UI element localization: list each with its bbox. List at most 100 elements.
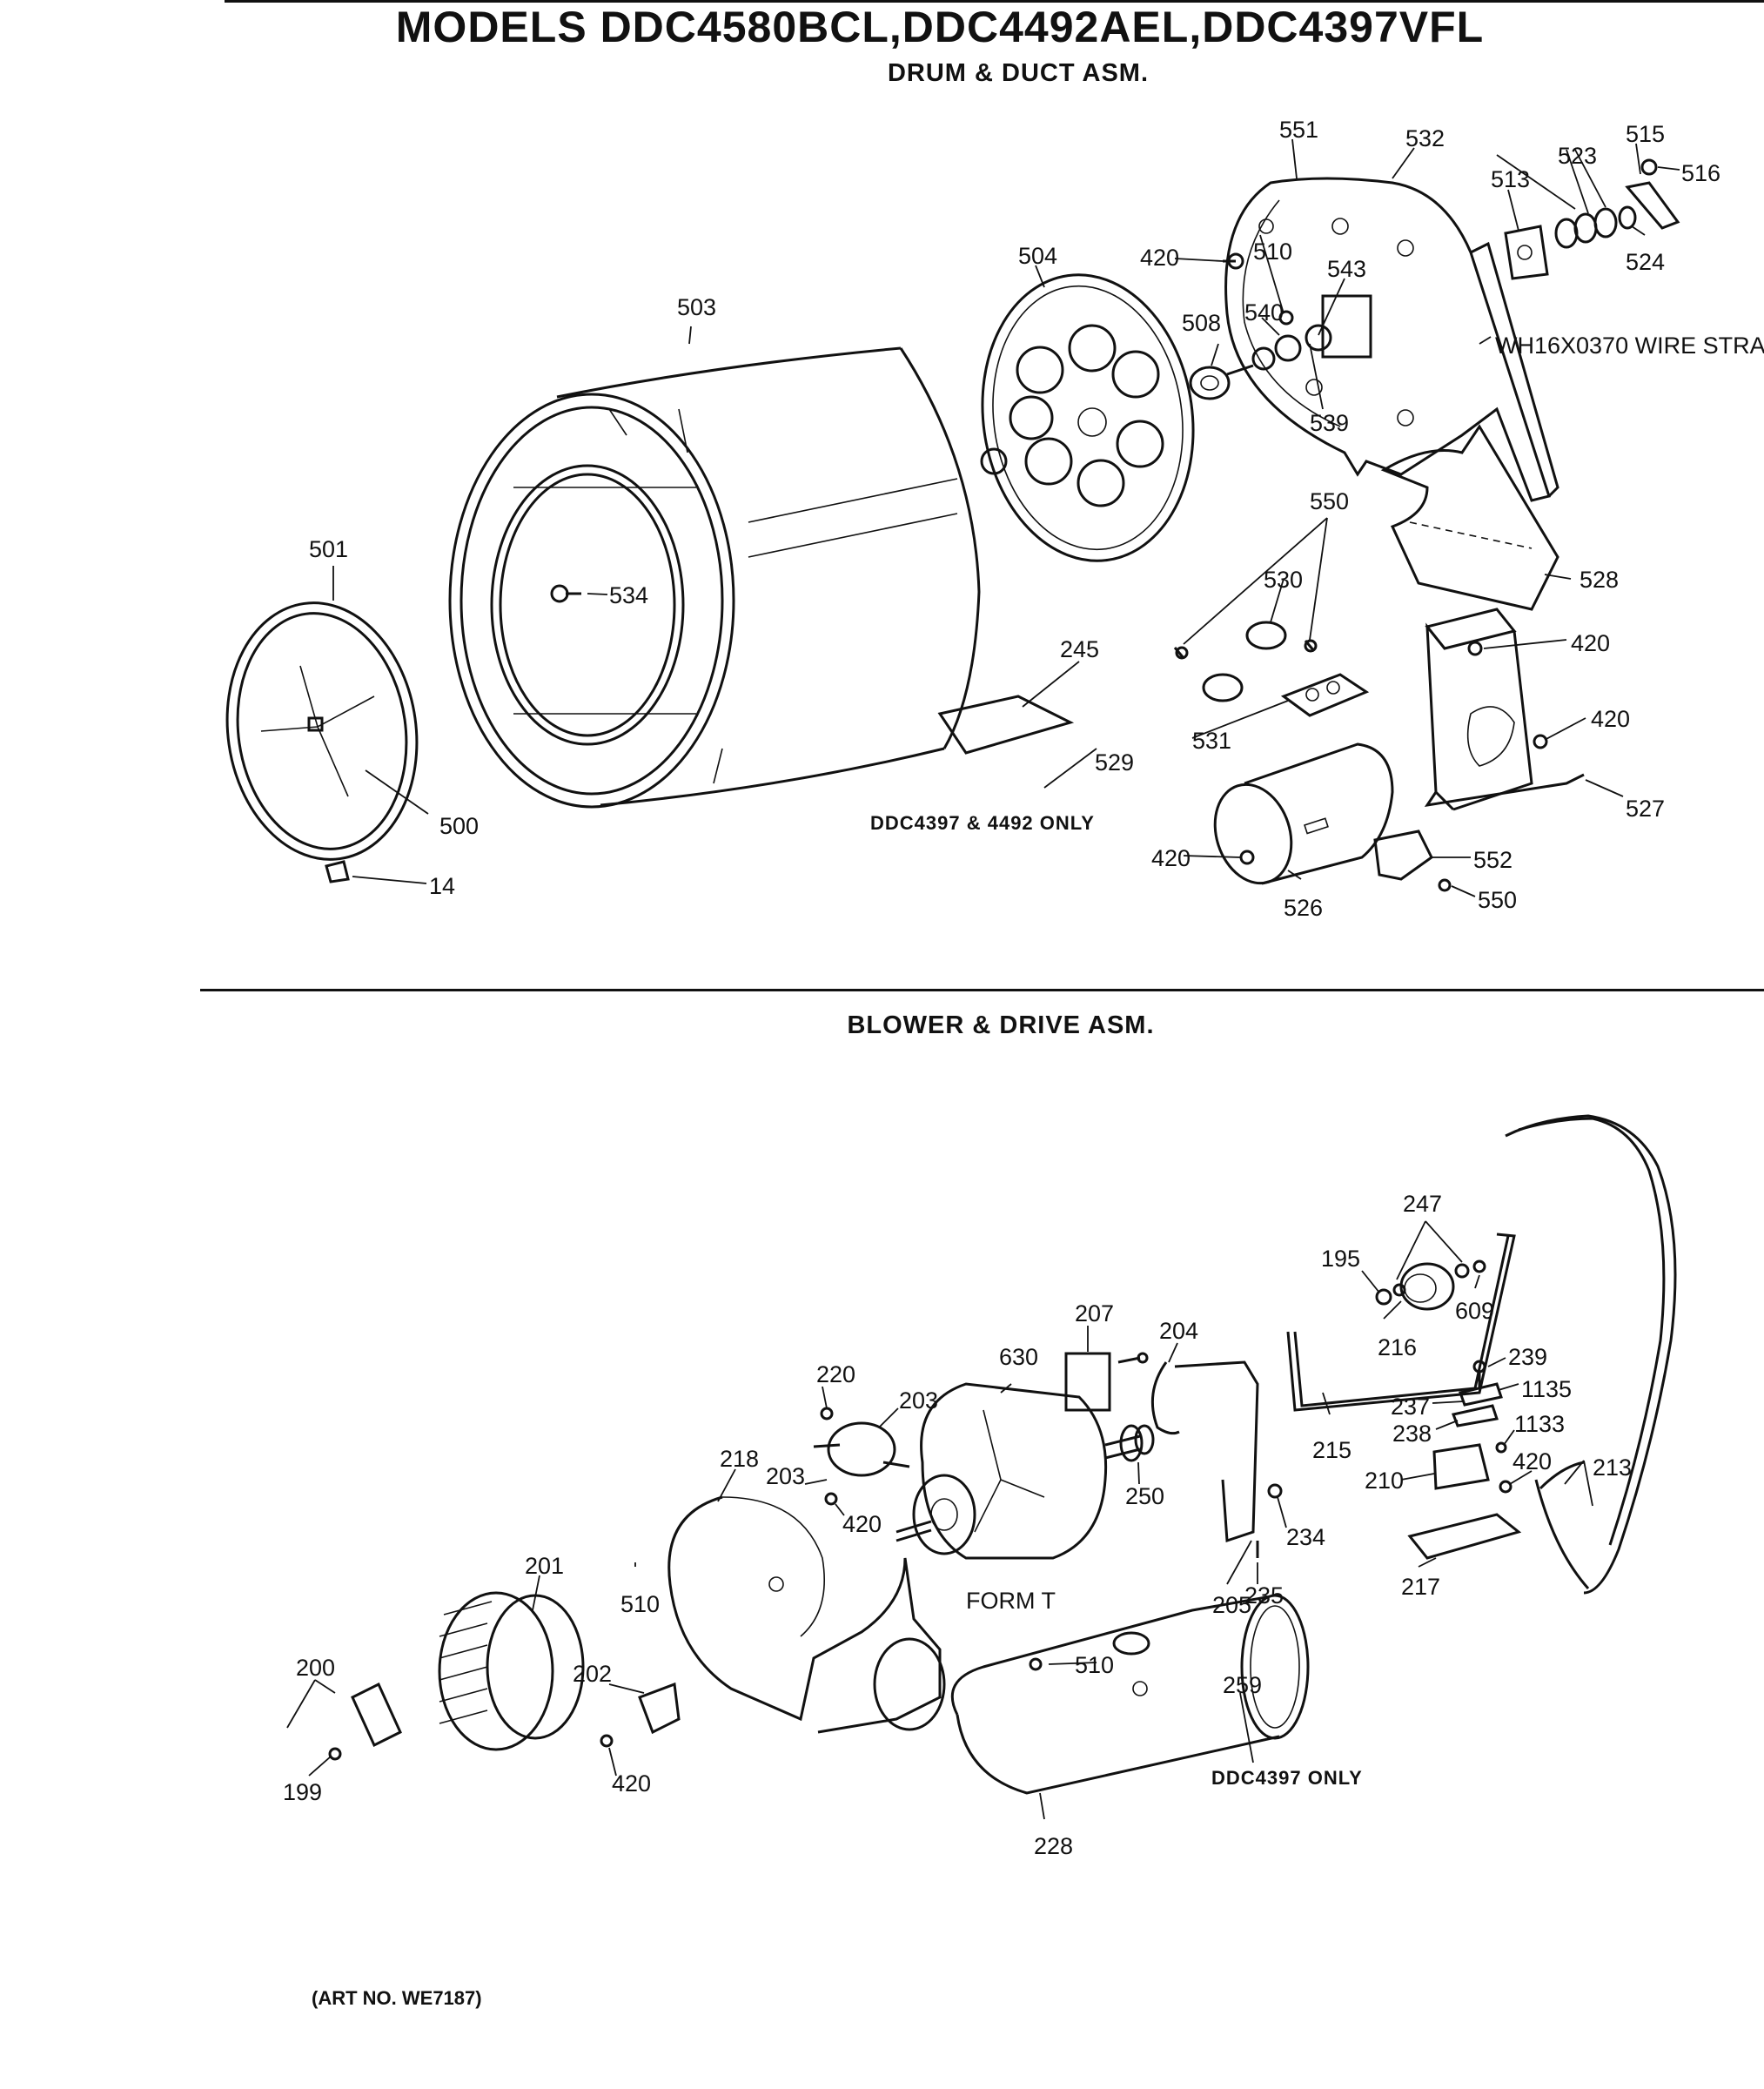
part-label: 526 bbox=[1284, 895, 1323, 921]
art-number: (ART NO. WE7187) bbox=[312, 1987, 482, 2009]
part-label: 500 bbox=[439, 813, 479, 839]
part-label: 609 bbox=[1455, 1298, 1494, 1324]
part-label: 540 bbox=[1244, 299, 1284, 326]
part-label: 204 bbox=[1159, 1318, 1198, 1344]
part-label: 503 bbox=[677, 294, 716, 320]
exhaust-duct bbox=[950, 1594, 1310, 1795]
section-title-drum-duct: DRUM & DUCT ASM. bbox=[887, 59, 1150, 87]
part-label: 247 bbox=[1403, 1191, 1442, 1217]
drum bbox=[448, 346, 981, 809]
idler-pulley bbox=[1375, 1259, 1486, 1311]
part-label: 523 bbox=[1558, 143, 1597, 169]
part-label: 14 bbox=[429, 873, 455, 899]
bearing-shaft-parts bbox=[1189, 252, 1332, 400]
part-label: 539 bbox=[1310, 410, 1349, 436]
part-label: 420 bbox=[1140, 245, 1179, 271]
part-label: 543 bbox=[1327, 256, 1366, 282]
idler-arm bbox=[1286, 1233, 1516, 1412]
clip-part bbox=[325, 860, 350, 883]
part-label: 259 bbox=[1223, 1672, 1262, 1698]
heater-canister bbox=[1213, 742, 1394, 885]
leader-lines bbox=[286, 138, 1680, 1820]
motor-clamp bbox=[813, 1407, 910, 1506]
motor-pulley bbox=[1119, 1424, 1155, 1462]
part-label: 550 bbox=[1478, 887, 1517, 913]
part-label: 1135 bbox=[1521, 1376, 1572, 1402]
part-label: 200 bbox=[296, 1655, 335, 1681]
duct-plate bbox=[1380, 424, 1559, 611]
heater-bracket bbox=[1424, 608, 1585, 811]
terminal-block bbox=[1373, 830, 1452, 892]
part-label: 207 bbox=[1075, 1300, 1114, 1327]
note-ddc4397-only: DDC4397 ONLY bbox=[1211, 1767, 1363, 1789]
part-label: 234 bbox=[1286, 1524, 1325, 1550]
part-label: 213 bbox=[1593, 1454, 1632, 1481]
part-label: 237 bbox=[1391, 1394, 1430, 1420]
part-label: 239 bbox=[1508, 1344, 1547, 1370]
drum-screw bbox=[550, 584, 581, 603]
part-label: 551 bbox=[1279, 117, 1318, 143]
part-label: 516 bbox=[1681, 160, 1720, 186]
page-title: MODELS DDC4580BCL,DDC4492AEL,DDC4397VFL bbox=[395, 3, 1485, 51]
idler-bracket-small-parts bbox=[1432, 1360, 1512, 1494]
part-label: 202 bbox=[573, 1661, 612, 1687]
part-label: 420 bbox=[1591, 706, 1630, 732]
drive-belt bbox=[1505, 1114, 1677, 1595]
part-label: 235 bbox=[1244, 1582, 1284, 1609]
part-label: 216 bbox=[1378, 1334, 1417, 1360]
part-label: 420 bbox=[1571, 630, 1610, 656]
part-label: 508 bbox=[1182, 310, 1221, 336]
part-label: 510 bbox=[1253, 238, 1292, 265]
wire-strap-label: WH16X0370 WIRE STRAP bbox=[1495, 332, 1764, 359]
part-label: 228 bbox=[1034, 1833, 1073, 1859]
blower-wheel bbox=[438, 1591, 585, 1751]
part-label: 510 bbox=[620, 1591, 660, 1617]
part-label: 552 bbox=[1473, 847, 1512, 873]
part-label: 504 bbox=[1018, 243, 1057, 269]
part-label: 1133 bbox=[1514, 1411, 1565, 1437]
part-label: 420 bbox=[1512, 1448, 1552, 1474]
section-divider-rule bbox=[200, 989, 1764, 991]
part-label: 527 bbox=[1626, 796, 1665, 822]
part-label: 238 bbox=[1392, 1421, 1432, 1447]
part-label: 201 bbox=[525, 1553, 564, 1579]
idler-bracket-parts bbox=[1504, 158, 1680, 280]
rear-bulkhead bbox=[1224, 177, 1559, 502]
part-label: 529 bbox=[1095, 749, 1134, 776]
part-label: 203 bbox=[899, 1387, 938, 1414]
part-label: 630 bbox=[999, 1344, 1038, 1370]
part-label: 217 bbox=[1401, 1574, 1440, 1600]
part-label: 420 bbox=[612, 1770, 651, 1797]
wheel-bracket bbox=[328, 1682, 402, 1761]
part-label: 420 bbox=[842, 1511, 882, 1537]
note-ddc4397-4492-only: DDC4397 & 4492 ONLY bbox=[870, 812, 1095, 834]
motor-switch bbox=[1064, 1352, 1149, 1412]
front-felt-seal bbox=[225, 601, 419, 861]
form-t-label: FORM T bbox=[966, 1588, 1056, 1614]
part-label: 210 bbox=[1365, 1468, 1404, 1494]
part-label: 531 bbox=[1192, 728, 1231, 754]
part-label: 220 bbox=[816, 1361, 855, 1387]
part-label: 195 bbox=[1321, 1246, 1360, 1272]
drum-rear-panel bbox=[980, 273, 1195, 562]
section-title-blower-drive: BLOWER & DRIVE ASM. bbox=[847, 1011, 1155, 1039]
idler-plate bbox=[1407, 1513, 1522, 1560]
part-label: 528 bbox=[1580, 567, 1619, 593]
part-label: 534 bbox=[609, 582, 648, 608]
blower-clip bbox=[600, 1682, 681, 1748]
part-label: 250 bbox=[1125, 1483, 1164, 1509]
part-label: 199 bbox=[283, 1779, 322, 1805]
motor-strap-bracket bbox=[1150, 1360, 1283, 1558]
heater-plate bbox=[937, 695, 1075, 755]
part-label: 203 bbox=[766, 1463, 805, 1489]
part-label: 515 bbox=[1626, 121, 1665, 147]
part-label: 513 bbox=[1491, 166, 1530, 192]
part-label: 501 bbox=[309, 536, 348, 562]
part-label: 550 bbox=[1310, 488, 1349, 514]
drive-motor bbox=[895, 1382, 1141, 1560]
part-label: 510 bbox=[1075, 1652, 1114, 1678]
blower-housing bbox=[667, 1495, 946, 1734]
top-rule bbox=[225, 0, 1764, 3]
part-label: 524 bbox=[1626, 249, 1665, 275]
